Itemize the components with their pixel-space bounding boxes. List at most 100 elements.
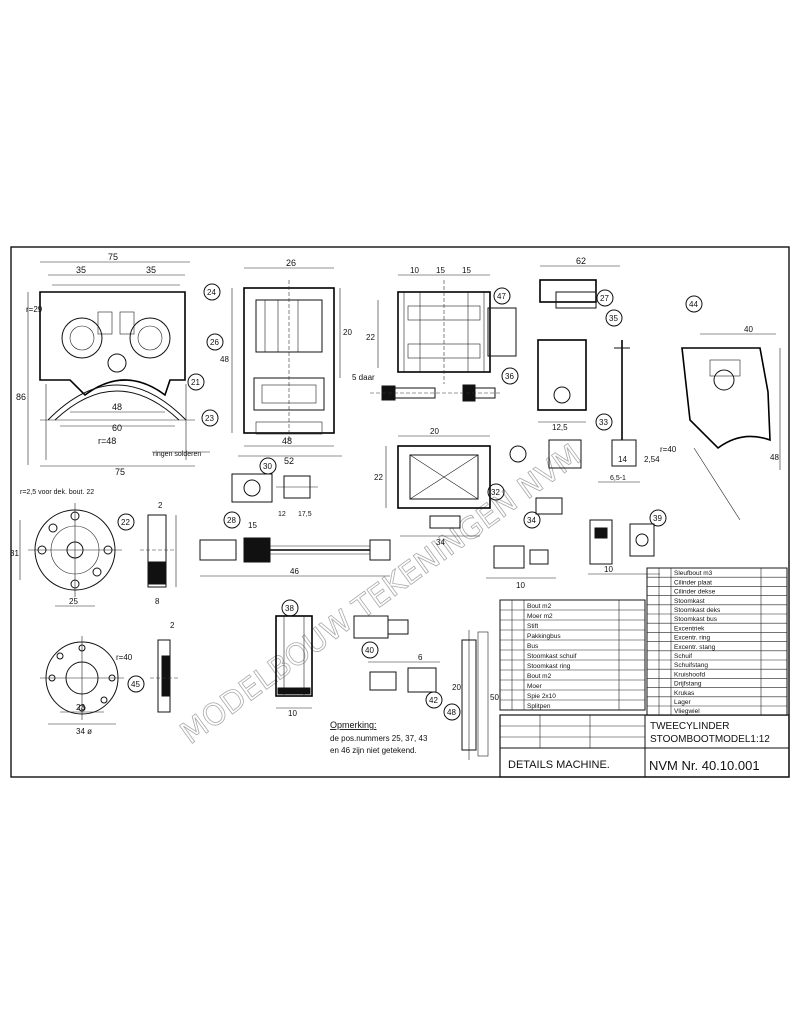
svg-text:5 daar: 5 daar [352,373,375,382]
parts-list-row: Bout m2 [527,603,552,610]
svg-text:15: 15 [436,266,445,275]
parts-list-row: Moer [527,683,543,690]
svg-text:22: 22 [366,333,375,342]
svg-text:50: 50 [490,693,499,702]
parts-list-row: Stoomkast bus [674,616,718,623]
sheet-title: DETAILS MACHINE. [508,759,610,771]
svg-text:10: 10 [604,565,613,574]
parts-list-row: Bout m2 [527,673,552,680]
svg-text:r=2,5 voor dek. bout. 22: r=2,5 voor dek. bout. 22 [20,489,94,496]
svg-text:45: 45 [131,680,140,689]
note-block: Opmerking: de pos.nummers 25, 37, 43 en … [330,720,428,755]
parts-list-row: Krukas [674,690,695,697]
svg-text:r=40: r=40 [660,445,677,454]
parts-list-row: Drijfstang [674,681,702,688]
svg-text:86: 86 [16,392,26,402]
svg-text:10: 10 [516,581,525,590]
part-shaft-48: 48 50 20 [443,630,499,760]
svg-text:15: 15 [462,266,471,275]
title-subject-2: STOOMBOOTMODEL1:12 [650,734,770,745]
svg-text:48: 48 [770,453,779,462]
svg-text:34 ø: 34 ø [76,727,92,736]
parts-list-row: Stoomkast schuif [527,653,577,660]
svg-text:20: 20 [343,328,352,337]
part-plate-32: 20 22 34 32 34 [374,427,563,547]
svg-text:23: 23 [76,703,85,712]
part-flange-45: 23 34 ø r=40 45 2 [40,621,180,736]
svg-text:31: 31 [10,549,19,558]
svg-text:12: 12 [278,511,286,518]
svg-text:30: 30 [263,462,272,471]
part-40: 40 42 6 [353,615,443,709]
svg-text:15: 15 [248,521,257,530]
balloon-group-a: 24 26 21 23 [187,283,224,427]
parts-list-row: Excentriek [674,625,705,632]
svg-text:34: 34 [527,516,536,525]
title-block: TWEECYLINDER STOOMBOOTMODEL1:12 DETAILS … [499,714,790,778]
watermark: MODELBOUW TEKENINGEN NVM [174,438,588,752]
svg-text:34: 34 [436,538,445,547]
svg-text:32: 32 [491,488,500,497]
parts-list-row: Excentr. stang [674,644,716,651]
svg-text:39: 39 [653,514,662,523]
svg-text:8: 8 [155,597,160,606]
svg-text:23: 23 [205,414,214,423]
svg-text:33: 33 [599,418,608,427]
parts-list-row: Splitpen [527,703,551,710]
svg-text:10: 10 [288,709,297,718]
svg-text:14: 14 [618,455,627,464]
parts-list-row: Cilinder plaat [674,579,712,586]
svg-text:25: 25 [69,597,78,606]
svg-text:52: 52 [284,456,294,466]
svg-text:48: 48 [282,436,292,446]
svg-text:62: 62 [576,256,586,266]
svg-text:6,5-1: 6,5-1 [610,475,626,482]
drawing-number: NVM Nr. 40.10.001 [649,758,760,773]
parts-list-row: Lager [674,699,691,706]
parts-list-row: Spie 2x10 [527,693,556,700]
svg-text:60: 60 [112,423,122,433]
svg-text:46: 46 [290,567,299,576]
svg-text:ringen solderen: ringen solderen [153,451,201,458]
parts-list-row: Sleufbout m3 [674,570,713,577]
svg-text:35: 35 [609,314,618,323]
svg-text:48: 48 [447,708,456,717]
svg-text:40: 40 [365,646,374,655]
svg-text:22: 22 [121,518,130,527]
svg-text:42: 42 [429,696,438,705]
parts-list-row: Moer m2 [527,613,553,620]
svg-text:de pos.nummers 25, 37, 43: de pos.nummers 25, 37, 43 [330,734,428,743]
parts-list-row: Vliegwiel [674,708,700,715]
svg-text:20: 20 [430,427,439,436]
svg-text:6: 6 [418,653,423,662]
parts-list-row: Kruishoofd [674,671,705,678]
svg-text:48: 48 [220,355,229,364]
svg-text:28: 28 [227,516,236,525]
svg-text:75: 75 [108,252,118,262]
svg-text:22: 22 [374,473,383,482]
svg-text:75: 75 [115,467,125,477]
svg-text:26: 26 [210,338,219,347]
svg-text:21: 21 [191,378,200,387]
title-subject-1: TWEECYLINDER [650,721,729,732]
parts-list-row: Cilinder dekse [674,589,716,596]
svg-text:r=48: r=48 [98,436,116,446]
parts-list-row: Stoomkast deks [674,607,721,614]
svg-text:44: 44 [689,300,698,309]
parts-list-row: Bus [527,643,539,650]
svg-text:20: 20 [452,683,461,692]
part-lever-33: 33 14 2,54 6,5-1 [595,340,660,483]
part-39: 39 10 [588,509,667,575]
svg-text:35: 35 [76,265,86,275]
part-fitting-29: 30 12 17,5 [231,457,318,518]
part-valvechest-center: 10 15 15 47 36 22 5 daar [352,266,519,402]
svg-text:r=40: r=40 [116,653,133,662]
parts-list-row: Stoomkast ring [527,663,571,670]
svg-text:en 46 zijn niet getekend.: en 46 zijn niet getekend. [330,746,417,755]
svg-text:40: 40 [744,325,753,334]
svg-text:r=29: r=29 [26,305,43,314]
part-frame-24: 75 35 35 r=29 86 48 60 r=48 75 ringen so… [16,252,210,477]
